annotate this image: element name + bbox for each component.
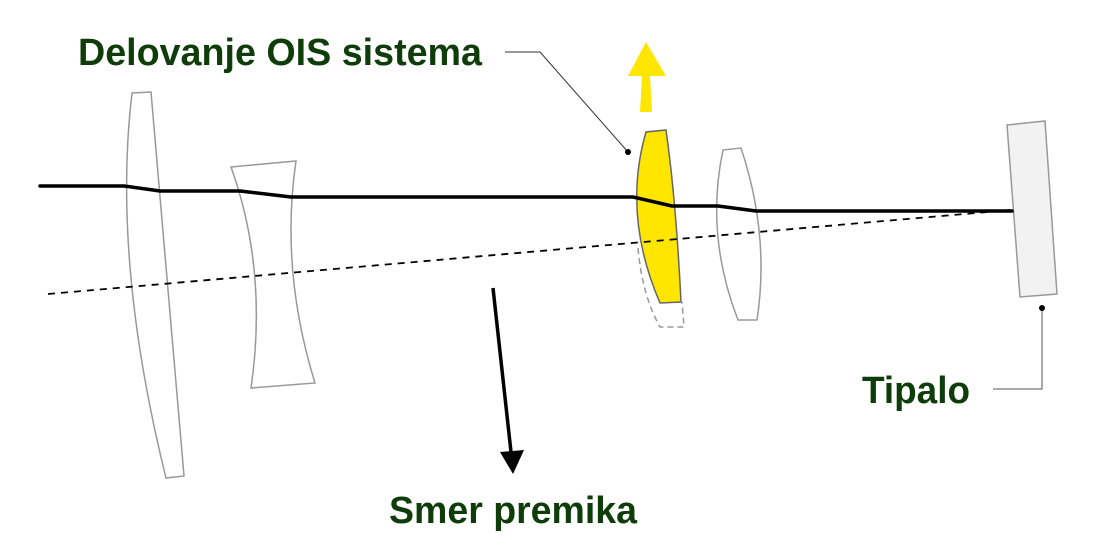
- ois-lens: [636, 129, 682, 304]
- shifted-ray: [47, 209, 1011, 295]
- ois-lens-shifted-outline: [637, 247, 685, 328]
- sensor: [1006, 120, 1058, 298]
- shift-direction-label: Smer premika: [389, 490, 638, 532]
- sensor-label: Tipalo: [862, 370, 970, 412]
- lens-2: [229, 160, 316, 389]
- sensor-leader-dot: [1039, 305, 1045, 311]
- title-label: Delovanje OIS sistema: [78, 32, 483, 74]
- title-leader-line: [505, 51, 629, 153]
- light-ray: [38, 184, 1014, 213]
- ois-shift-arrow-icon: [628, 42, 666, 112]
- title-leader-dot: [625, 149, 631, 155]
- sensor-leader-line: [993, 308, 1043, 390]
- shift-direction-arrow-icon: [491, 287, 524, 474]
